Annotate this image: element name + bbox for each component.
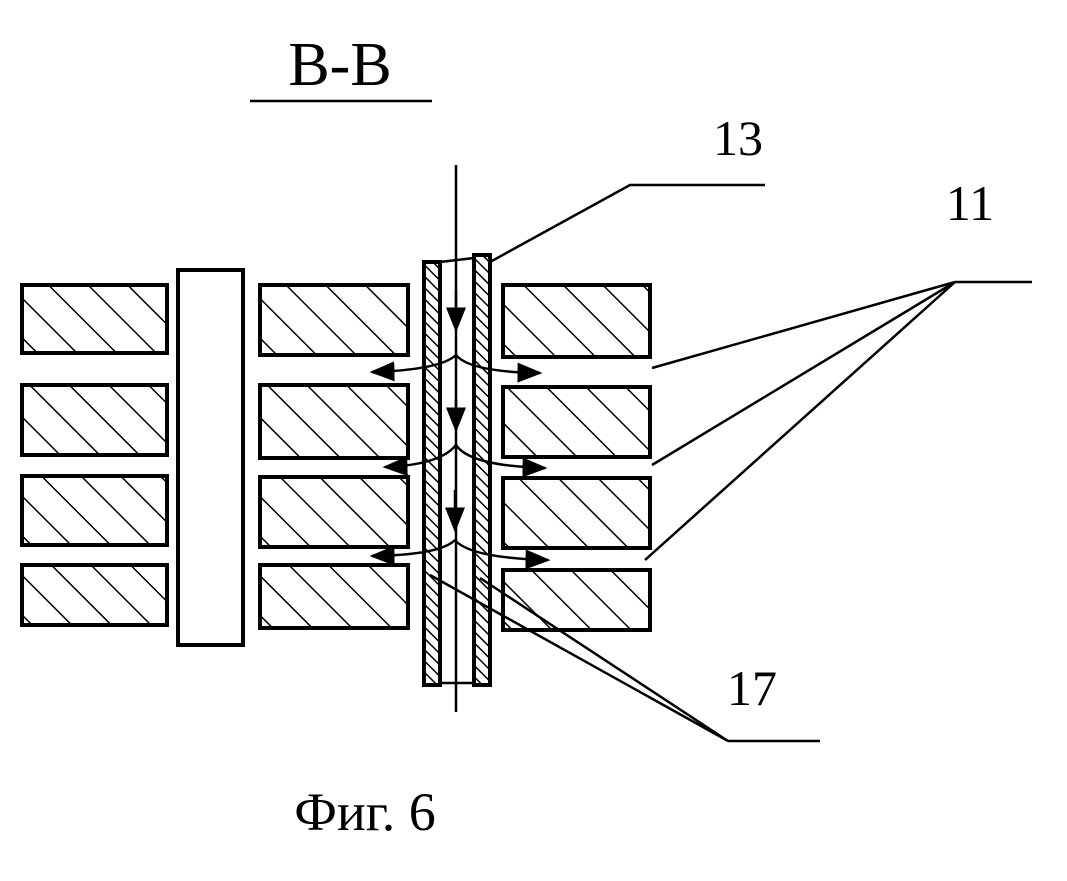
pipe-wall-right — [472, 253, 492, 687]
block-column-middle — [258, 283, 410, 630]
label-13: 13 — [713, 110, 763, 166]
leader-13 — [489, 183, 765, 264]
pipe-wall-left — [422, 260, 442, 687]
plain-rod — [176, 268, 245, 647]
block-column-right — [501, 283, 652, 632]
flow-arrows — [369, 290, 551, 570]
leader-11 — [644, 280, 1032, 561]
figure-caption: Фиг. 6 — [294, 782, 436, 842]
block-column-left — [20, 283, 169, 627]
label-17: 17 — [727, 660, 777, 716]
section-label: B-B — [288, 31, 391, 99]
label-11: 11 — [946, 175, 994, 231]
leader-17 — [429, 573, 820, 743]
